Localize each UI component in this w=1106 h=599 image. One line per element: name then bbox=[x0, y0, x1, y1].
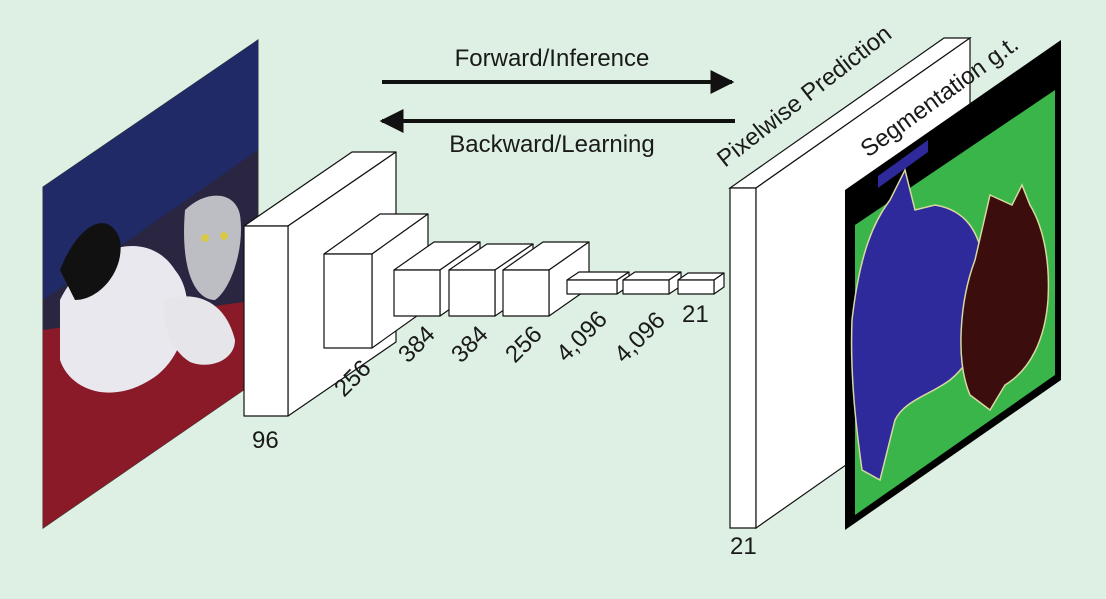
conv-block bbox=[677, 272, 725, 295]
gt-cat-region bbox=[960, 183, 1050, 412]
layer-label: 21 bbox=[682, 301, 709, 328]
block-front bbox=[502, 269, 550, 317]
block-front bbox=[323, 253, 373, 349]
conv-block bbox=[622, 271, 682, 295]
block-front bbox=[448, 269, 496, 317]
gt-dog-region bbox=[850, 167, 987, 482]
cat-shape bbox=[184, 195, 241, 300]
block-front bbox=[566, 279, 618, 295]
conv-block bbox=[566, 271, 630, 295]
backward-label: Backward/Learning bbox=[449, 131, 654, 158]
layer-label: 96 bbox=[252, 427, 279, 454]
layer-label: 4,096 bbox=[551, 306, 613, 368]
layer-label: 256 bbox=[500, 321, 547, 368]
backward-arrow: Backward/Learning bbox=[379, 109, 735, 158]
output-depth-label: 21 bbox=[730, 533, 757, 560]
layer-label: 384 bbox=[446, 321, 493, 368]
conv-block bbox=[502, 241, 590, 317]
layer-label: 4,096 bbox=[609, 307, 671, 369]
input-photo bbox=[42, 39, 259, 529]
block-front bbox=[243, 225, 289, 417]
forward-arrow: Forward/Inference bbox=[382, 45, 735, 94]
block-front bbox=[622, 279, 670, 295]
block-front bbox=[677, 279, 715, 295]
segmentation-gt: Segmentation g.t. bbox=[845, 30, 1061, 530]
block-front bbox=[393, 269, 441, 317]
forward-label: Forward/Inference bbox=[455, 45, 650, 72]
conv-layers bbox=[243, 151, 725, 417]
